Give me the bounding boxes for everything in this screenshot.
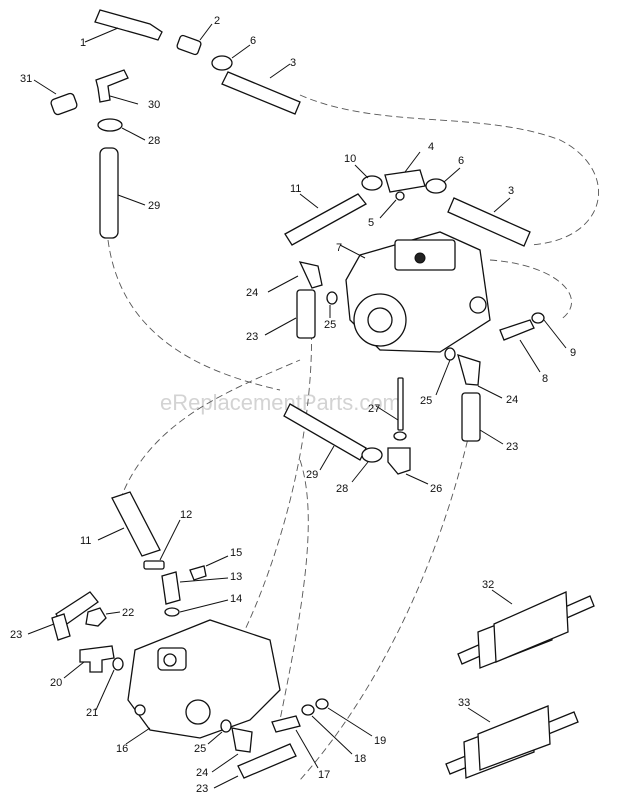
label-28a: 28	[148, 135, 160, 147]
label-19: 19	[374, 735, 386, 747]
label-25b: 25	[420, 395, 432, 407]
oring-part-14	[164, 599, 229, 617]
hose-part-29-left	[99, 147, 146, 239]
label-5: 5	[368, 217, 374, 229]
label-21: 21	[86, 707, 98, 719]
elbow-part-24-lower	[211, 727, 253, 773]
label-9: 9	[570, 347, 576, 359]
label-10: 10	[344, 153, 356, 165]
label-11b: 11	[80, 535, 91, 547]
label-32: 32	[482, 579, 494, 591]
elbow-part-26	[387, 447, 429, 485]
hose-part-29-middle	[283, 403, 367, 471]
fitting-part-23-lower-left	[27, 591, 99, 641]
callout-labels: 1 2 3 6 31 30 28 29 10 4 6 11 3 5 7 24 2…	[10, 15, 576, 795]
label-23a: 23	[246, 331, 258, 343]
label-18: 18	[354, 753, 366, 765]
hose-part-11-lower	[97, 491, 161, 557]
bracket-kit-part-33	[445, 705, 579, 779]
hose-part-3	[221, 63, 301, 115]
nut-part-22	[85, 607, 121, 627]
washer-part-18	[301, 704, 353, 755]
label-6a: 6	[250, 35, 256, 47]
label-31: 31	[20, 73, 32, 85]
label-33: 33	[458, 697, 470, 709]
tube-part-27	[375, 377, 404, 431]
label-22: 22	[122, 607, 134, 619]
oring-part-25-lower	[207, 719, 232, 745]
label-30: 30	[148, 99, 160, 111]
label-3b: 3	[508, 185, 514, 197]
label-14: 14	[230, 593, 242, 605]
tee-part-20	[63, 645, 115, 679]
routing-lines	[107, 94, 599, 781]
washer-part-9	[531, 312, 567, 349]
label-28b: 28	[336, 483, 348, 495]
oring-part-27-ring	[393, 431, 407, 441]
label-20: 20	[50, 677, 62, 689]
label-23d: 23	[196, 783, 208, 795]
hose-part-11-top	[284, 193, 367, 246]
label-29a: 29	[148, 200, 160, 212]
hydraulic-pump-part-16	[125, 619, 281, 745]
fitting-part-23-lower	[213, 743, 297, 789]
fitting-part-2	[176, 23, 213, 56]
label-12: 12	[180, 509, 192, 521]
clamp-part-12	[143, 519, 181, 570]
label-13: 13	[230, 571, 242, 583]
label-25c: 25	[194, 743, 206, 755]
oring-part-25-left	[326, 291, 338, 318]
watermark-text: eReplacementParts.com	[160, 390, 401, 415]
label-29b: 29	[306, 469, 318, 481]
label-2: 2	[214, 15, 220, 27]
label-17: 17	[318, 769, 330, 781]
label-8: 8	[542, 373, 548, 385]
clamp-part-28-left	[97, 118, 146, 141]
label-6b: 6	[458, 155, 464, 167]
label-23b: 23	[506, 441, 518, 453]
hose-part-3-right	[447, 197, 531, 247]
label-15: 15	[230, 547, 242, 559]
label-7: 7	[336, 242, 342, 254]
bracket-kit-part-32	[457, 589, 595, 669]
label-26: 26	[430, 483, 442, 495]
elbow-part-24-right	[457, 354, 503, 399]
label-27: 27	[368, 403, 380, 415]
fittings-cluster-top	[354, 151, 461, 219]
label-24b: 24	[506, 394, 518, 406]
oring-part-25-right	[435, 347, 456, 396]
elbow-part-24-left	[267, 261, 323, 293]
label-25a: 25	[324, 319, 336, 331]
clamp-part-6	[211, 44, 251, 71]
bolt-part-8	[499, 319, 541, 373]
label-24c: 24	[196, 767, 208, 779]
fitting-part-23-left	[264, 289, 316, 339]
bolt-part-17	[271, 715, 319, 769]
tee-part-30	[95, 69, 139, 105]
hydraulic-pump-part-7	[339, 231, 491, 353]
hose-part-1	[84, 9, 163, 43]
fitting-part-15	[189, 555, 229, 581]
label-23c: 23	[10, 629, 22, 641]
fitting-part-31	[33, 79, 78, 116]
label-1: 1	[80, 37, 86, 49]
clamp-part-28-middle	[351, 447, 383, 483]
label-16: 16	[116, 743, 128, 755]
label-4: 4	[428, 141, 434, 153]
oring-part-21	[95, 657, 124, 711]
fitting-part-23-right	[461, 392, 504, 445]
fitting-part-13	[161, 571, 229, 605]
label-3a: 3	[290, 57, 296, 69]
label-24a: 24	[246, 287, 258, 299]
washer-part-19	[315, 698, 373, 737]
label-11a: 11	[290, 183, 301, 195]
